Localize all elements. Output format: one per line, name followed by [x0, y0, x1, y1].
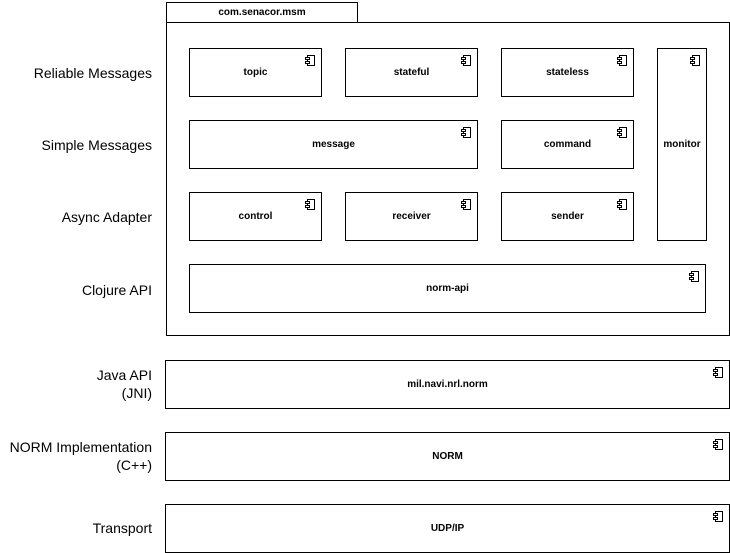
component-command-label: command: [543, 139, 592, 150]
component-udp-ip-label: UDP/IP: [430, 523, 465, 534]
layer-label-transport: Transport: [92, 520, 152, 536]
component-norm-label: NORM: [432, 451, 463, 462]
component-topic-label: topic: [243, 67, 268, 78]
component-icon: [305, 199, 315, 210]
component-stateful-label: stateful: [393, 67, 430, 78]
component-icon: [713, 511, 723, 522]
component-icon: [461, 199, 471, 210]
component-sender-label: sender: [551, 211, 584, 222]
component-stateless-label: stateless: [546, 67, 589, 78]
layer-label-clojure-api: Clojure API: [81, 282, 152, 298]
component-icon: [461, 55, 471, 66]
component-topic: topic: [189, 48, 322, 97]
layer-label-norm-impl-line1: NORM Implementation: [9, 439, 152, 455]
component-icon: [617, 55, 627, 66]
component-udp-ip: UDP/IP: [165, 504, 730, 553]
component-sender: sender: [501, 192, 634, 241]
component-norm: NORM: [165, 432, 730, 481]
component-norm-api-label: norm-api: [426, 283, 469, 294]
component-message: message: [189, 120, 478, 169]
component-icon: [305, 55, 315, 66]
component-icon: [689, 271, 699, 282]
component-java-norm: mil.navi.nrl.norm: [165, 360, 730, 409]
component-receiver-label: receiver: [392, 211, 431, 222]
layer-label-async-adapter: Async Adapter: [61, 209, 152, 225]
package-name-tab: com.senacor.msm: [166, 2, 358, 23]
layer-label-java-api-line1: Java API: [96, 367, 152, 383]
component-stateless: stateless: [501, 48, 634, 97]
component-icon: [617, 127, 627, 138]
component-icon: [713, 439, 723, 450]
component-stateful: stateful: [345, 48, 478, 97]
layer-label-norm-impl-line2: (C++): [116, 457, 152, 473]
component-control-label: control: [238, 211, 273, 222]
component-java-norm-label: mil.navi.nrl.norm: [407, 379, 488, 390]
layer-label-java-api-line2: (JNI): [121, 385, 152, 401]
component-icon: [713, 367, 723, 378]
component-monitor-label: monitor: [663, 139, 701, 150]
component-receiver: receiver: [345, 192, 478, 241]
component-norm-api: norm-api: [189, 264, 706, 313]
layer-label-java-api: Java API (JNI): [0, 366, 152, 402]
layer-label-norm-implementation: NORM Implementation (C++): [0, 438, 152, 474]
component-icon: [461, 127, 471, 138]
component-icon: [690, 55, 700, 66]
component-control: control: [189, 192, 322, 241]
component-icon: [617, 199, 627, 210]
layer-label-simple-messages: Simple Messages: [41, 137, 153, 153]
layer-label-reliable-messages: Reliable Messages: [33, 65, 152, 81]
component-command: command: [501, 120, 634, 169]
component-message-label: message: [312, 139, 355, 150]
component-monitor: monitor: [657, 48, 707, 241]
